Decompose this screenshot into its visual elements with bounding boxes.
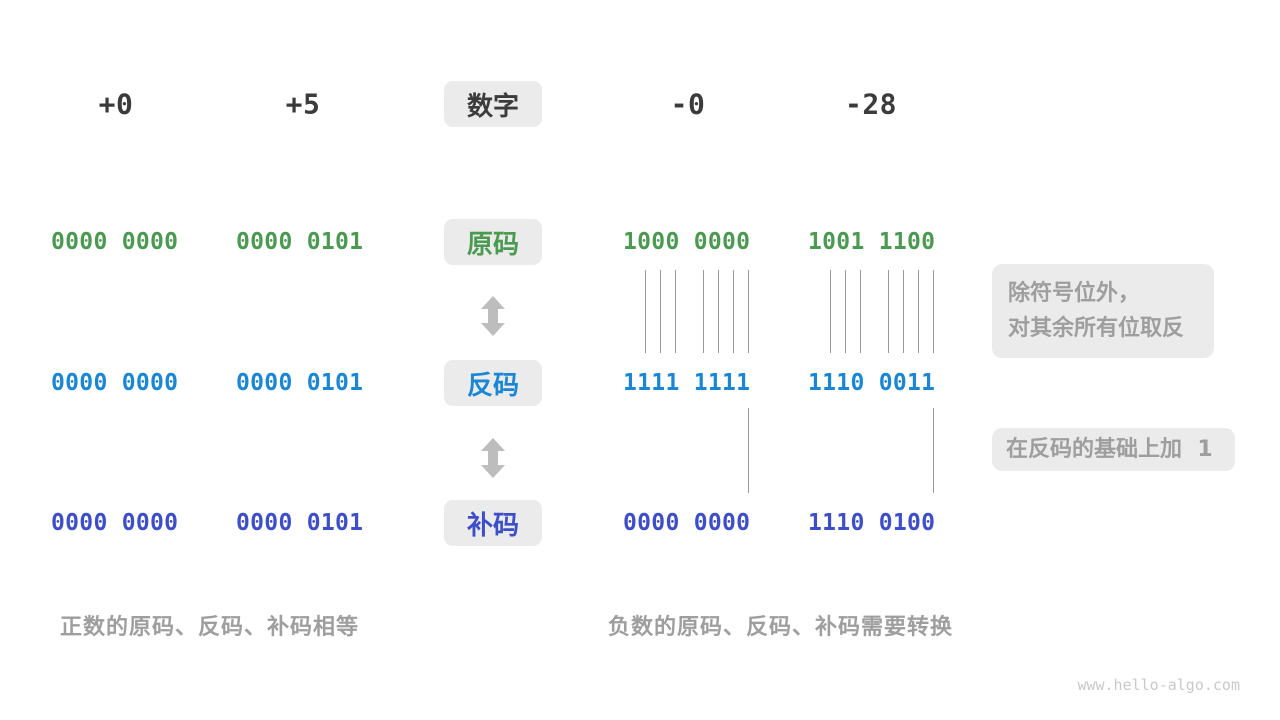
bit-invert-line [903,270,904,353]
twos-complement-label-box: 补码 [444,500,542,546]
number-plus-five: +5 [285,87,321,121]
bit-invert-line [860,270,861,353]
bit-invert-line [645,270,646,353]
ones-complement-value: 1111 1111 [623,370,751,396]
positive-numbers-caption: 正数的原码、反码、补码相等 [60,615,360,640]
number-minus-twentyeight: -28 [844,87,898,121]
bit-invert-line [845,270,846,353]
ones-complement-value: 0000 0101 [236,370,364,396]
ones-complement-label: 反码 [466,370,519,401]
bit-invert-line [933,270,934,353]
sign-magnitude-label-box: 原码 [444,219,542,265]
bit-invert-line [918,270,919,353]
swap-vertical-arrow-icon [480,296,506,336]
bit-invert-line [733,270,734,353]
bit-invert-line [888,270,889,353]
sign-magnitude-value: 1001 1100 [808,229,936,255]
bit-invert-line [718,270,719,353]
twos-complement-value: 0000 0101 [236,510,364,536]
ones-complement-label-box: 反码 [444,360,542,406]
twos-complement-value: 1110 0100 [808,510,936,536]
header-label: 数字 [466,91,519,122]
invert-bits-note-line2: 对其余所有位取反 [1008,316,1185,341]
sign-magnitude-value: 0000 0000 [51,229,179,255]
bit-invert-line [660,270,661,353]
twos-complement-value: 0000 0000 [51,510,179,536]
number-minus-zero: -0 [670,87,706,121]
bit-invert-line [748,270,749,353]
sign-magnitude-value: 1000 0000 [623,229,751,255]
add-one-line [933,408,934,493]
bit-invert-line [703,270,704,353]
sign-magnitude-label: 原码 [466,229,519,260]
twos-complement-value: 0000 0000 [623,510,751,536]
watermark-url: www.hello-algo.com [1077,676,1240,694]
sign-magnitude-value: 0000 0101 [236,229,364,255]
twos-complement-label: 补码 [466,510,519,541]
add-one-note-box: 在反码的基础上加 1 [992,428,1235,471]
header-label-box: 数字 [444,81,542,127]
bit-invert-line [675,270,676,353]
ones-complement-value: 1110 0011 [808,370,936,396]
negative-numbers-caption: 负数的原码、反码、补码需要转换 [608,615,954,640]
bit-invert-line [830,270,831,353]
add-one-line [748,408,749,493]
number-plus-zero: +0 [98,87,134,121]
invert-bits-note-box: 除符号位外， 对其余所有位取反 [992,264,1214,358]
ones-complement-value: 0000 0000 [51,370,179,396]
invert-bits-note-line1: 除符号位外， [1008,281,1141,306]
add-one-note: 在反码的基础上加 1 [1006,437,1213,462]
swap-vertical-arrow-icon [480,438,506,478]
